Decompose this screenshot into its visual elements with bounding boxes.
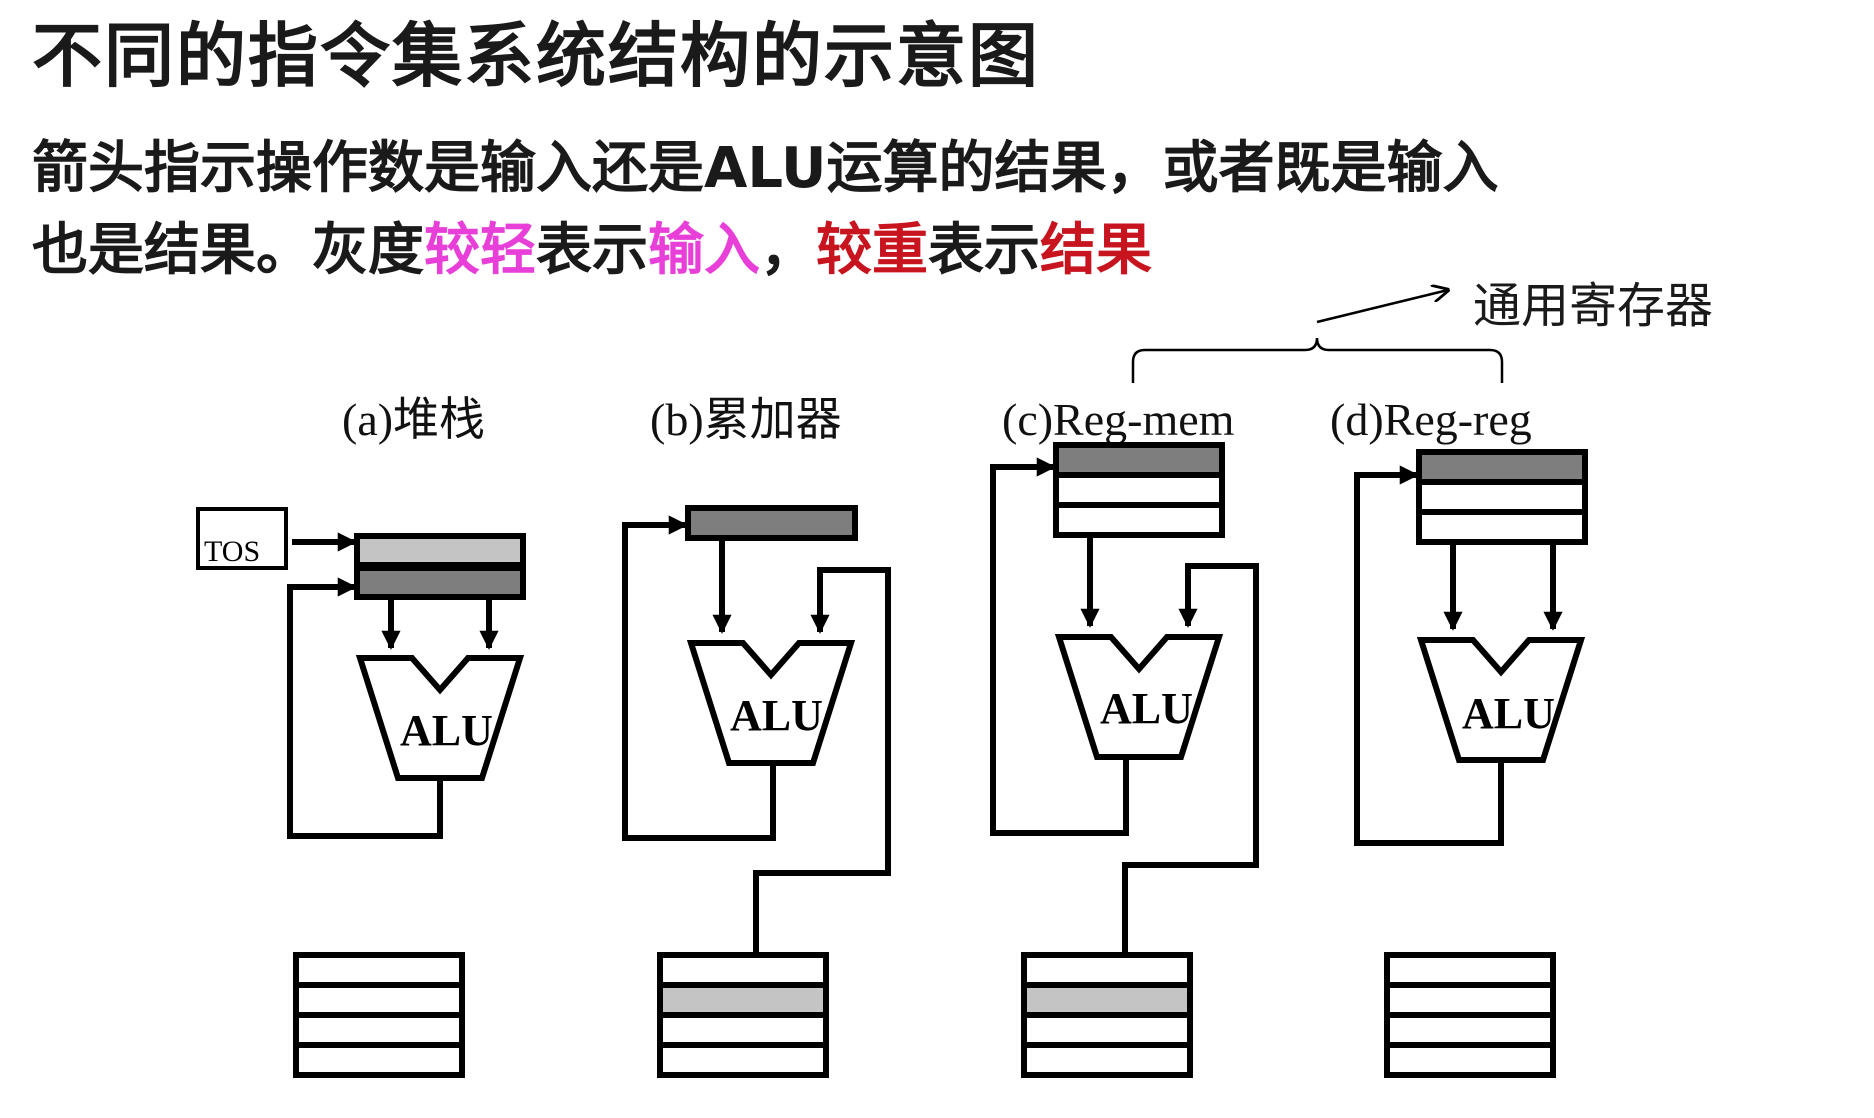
accumulator-register (685, 505, 858, 541)
alu-c (1054, 634, 1224, 760)
light-gray-word: 较轻 (424, 218, 536, 283)
panel-b-accumulator (622, 505, 891, 1078)
panel-a-label: (a)堆栈 (342, 394, 485, 445)
tos-box (196, 507, 288, 570)
description-line-2: 也是结果。灰度较轻表示输入，较重表示结果 (32, 210, 1852, 292)
represents-text-1: 表示 (536, 218, 648, 283)
input-word: 输入 (648, 218, 760, 283)
description-prefix: 也是结果。灰度 (32, 218, 424, 283)
result-feedback-arrow (990, 457, 1129, 836)
gpr-brace (1131, 290, 1504, 383)
memory-operand-arrow (1122, 563, 1259, 963)
gpr-label: 通用寄存器 (1473, 278, 1713, 334)
panel-b-label: (b)累加器 (650, 394, 842, 445)
memory-c-operand-row (1021, 982, 1193, 1018)
heavy-gray-word: 较重 (816, 218, 928, 283)
panel-c-label: (c)Reg-mem (1002, 394, 1235, 445)
slide-title: 不同的指令集系统结构的示意图 (32, 15, 1040, 97)
alu-b (686, 640, 856, 766)
panel-c-reg-mem (990, 442, 1259, 1078)
description-line-1: 箭头指示操作数是输入还是ALU运算的结果，或者既是输入 (32, 136, 1499, 201)
comma: ， (760, 218, 816, 283)
alu-d (1416, 637, 1586, 763)
registers-d-result-row (1416, 449, 1588, 485)
result-feedback-arrow (622, 515, 776, 841)
alu-a-label: ALU (400, 706, 493, 755)
gpr-pointer-arrow (1316, 290, 1448, 324)
stack-second-register (354, 565, 526, 600)
result-feedback-arrow (1354, 465, 1504, 846)
alu-b-label: ALU (730, 691, 823, 740)
registers-c-result-row (1053, 442, 1225, 478)
alu-c-label: ALU (1100, 684, 1193, 733)
panel-d-reg-reg (1354, 449, 1588, 1078)
result-word: 结果 (1040, 218, 1152, 283)
alu-d-label: ALU (1462, 689, 1555, 738)
memory-b-operand-row (657, 982, 829, 1018)
tos-label: TOS (204, 535, 260, 568)
result-feedback-arrow (287, 577, 443, 839)
panel-a-stack (196, 507, 526, 1078)
slide-description: 箭头指示操作数是输入还是ALU运算的结果，或者既是输入 也是结果。灰度较轻表示输… (32, 128, 1852, 292)
alu-a (355, 655, 525, 781)
stack-top-register (354, 533, 526, 568)
panel-d-label: (d)Reg-reg (1330, 394, 1532, 445)
represents-text-2: 表示 (928, 218, 1040, 283)
memory-operand-arrow (753, 567, 891, 963)
